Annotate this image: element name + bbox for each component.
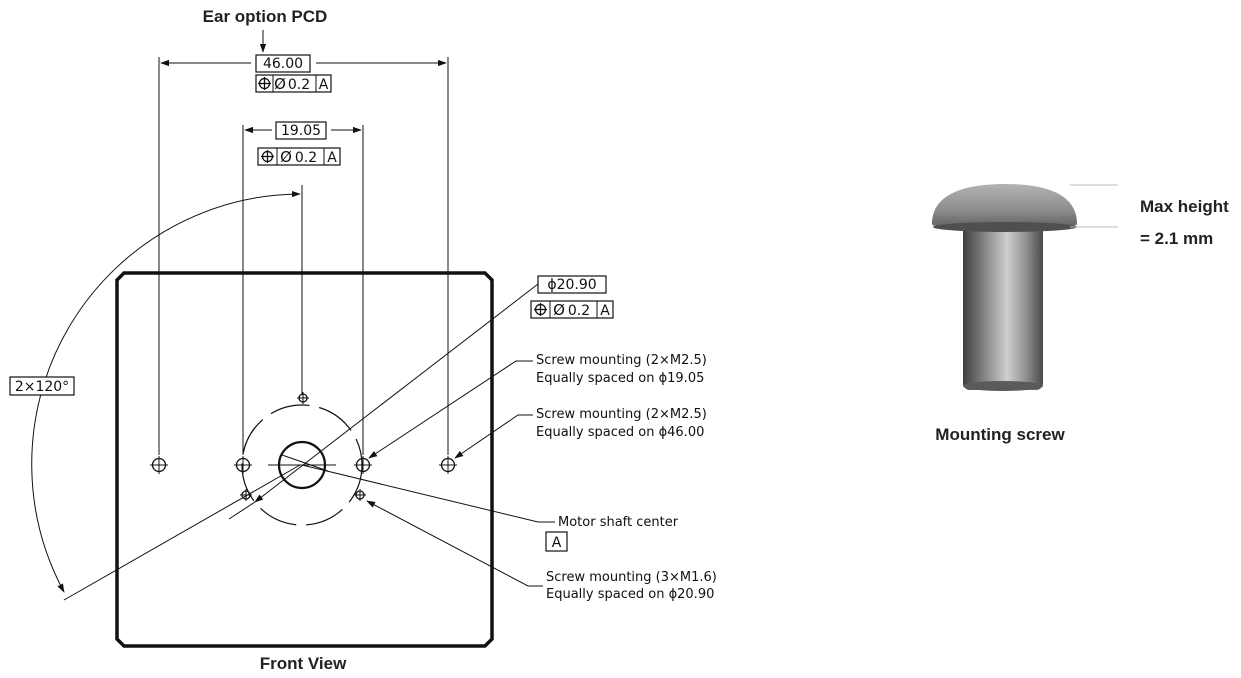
max-height-line2: = 2.1 mm	[1140, 229, 1213, 248]
angle-reference-line	[63, 464, 301, 601]
datum-a-label: A	[552, 535, 562, 551]
crosshair-hole-icon	[240, 489, 252, 501]
screw-cap	[932, 184, 1077, 230]
dim-inner-box	[275, 121, 327, 140]
screw-cap-rim	[933, 222, 1077, 232]
datum-a-box	[545, 531, 568, 552]
position-tolerance-icon	[261, 150, 274, 163]
front-view: Ear option PCD 46.00 Ø 0.2 A	[9, 7, 717, 673]
crosshair-hole-icon	[297, 392, 309, 404]
fcf-datum: A	[319, 77, 329, 93]
screw-shaft-tip	[963, 381, 1043, 391]
screw-shaft	[963, 222, 1043, 390]
dim-outer-box	[255, 54, 311, 73]
hole-dim-leader-extension	[228, 501, 256, 520]
crosshair-hole-icon	[150, 456, 168, 474]
callout-outer-screws-line1: Screw mounting (2×M2.5)	[536, 407, 707, 422]
screw-image	[932, 184, 1077, 391]
angle-label: 2×120°	[15, 379, 69, 395]
callout-small-screws-line1: Screw mounting (3×M1.6)	[546, 570, 717, 585]
fcf-datum: A	[327, 150, 337, 166]
mounting-plate	[115, 271, 494, 648]
crosshair-hole-icon	[439, 456, 457, 474]
front-view-caption: Front View	[260, 654, 347, 673]
angle-arc	[31, 190, 301, 593]
dim-inner-value: 19.05	[281, 123, 321, 139]
feature-control-frame-inner: Ø 0.2 A	[257, 147, 341, 166]
position-tolerance-icon	[258, 77, 271, 90]
mounting-screw-figure: Max height = 2.1 mm Mounting screw	[932, 184, 1229, 444]
callout-inner-screws: Screw mounting (2×M2.5) Equally spaced o…	[368, 353, 707, 459]
crosshair-hole-icon	[354, 456, 372, 474]
callout-small-screws: Screw mounting (3×M1.6) Equally spaced o…	[366, 500, 717, 602]
hole-dim-leader-line	[254, 283, 539, 503]
callout-inner-screws-line2: Equally spaced on ϕ19.05	[536, 371, 704, 386]
fcf-datum: A	[600, 303, 610, 319]
fcf-tolerance-value: 0.2	[568, 303, 590, 319]
dim-hole-value: ϕ20.90	[547, 277, 596, 293]
mounting-screw-caption: Mounting screw	[935, 425, 1065, 444]
fcf-tolerance-value: 0.2	[295, 150, 317, 166]
callout-shaft-label: Motor shaft center	[558, 515, 679, 530]
position-tolerance-icon	[534, 303, 547, 316]
angle-label-box	[9, 376, 75, 396]
ear-option-title: Ear option PCD	[203, 7, 328, 26]
crosshair-hole-icon	[354, 489, 366, 501]
fcf-diameter-symbol: Ø	[274, 75, 286, 93]
crosshair-hole-icon	[234, 456, 252, 474]
callout-small-screws-line2: Equally spaced on ϕ20.90	[546, 587, 714, 602]
callout-inner-screws-line1: Screw mounting (2×M2.5)	[536, 353, 707, 368]
feature-control-frame-outer: Ø 0.2 A	[255, 74, 332, 93]
callout-shaft-center: Motor shaft center A	[301, 464, 679, 552]
fcf-tolerance-value: 0.2	[288, 77, 310, 93]
fcf-diameter-symbol: Ø	[280, 148, 292, 166]
fcf-diameter-symbol: Ø	[553, 301, 565, 319]
callout-outer-screws-line2: Equally spaced on ϕ46.00	[536, 425, 704, 440]
callout-outer-screws: Screw mounting (2×M2.5) Equally spaced o…	[454, 407, 707, 459]
max-height-line1: Max height	[1140, 197, 1229, 216]
feature-control-frame-hole: Ø 0.2 A	[530, 300, 614, 319]
dim-hole-box	[537, 275, 607, 294]
dim-outer-value: 46.00	[263, 56, 303, 72]
